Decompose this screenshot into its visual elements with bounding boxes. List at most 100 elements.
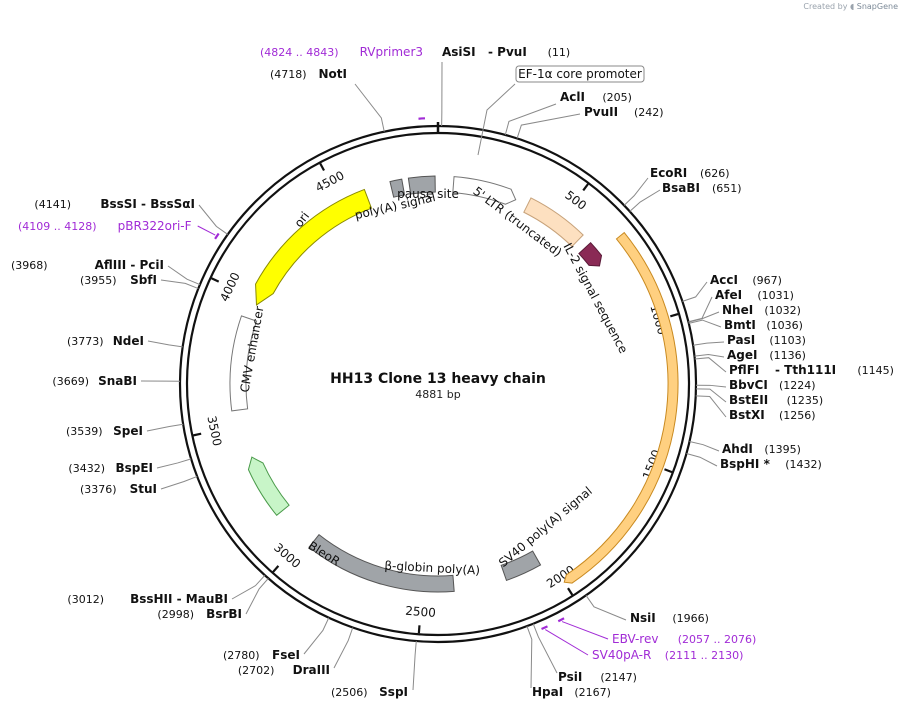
plasmid-name: HH13 Clone 13 heavy chain <box>330 371 546 387</box>
enzyme-site: AfeI (1031) <box>715 288 794 302</box>
enzyme-position: (3432) <box>68 462 105 475</box>
enzyme-position: (967) <box>752 274 782 287</box>
enzyme-connector <box>694 354 725 358</box>
primer-name: EBV-rev <box>612 632 658 646</box>
enzyme-site: AccI (967) <box>710 273 782 287</box>
feature-label: pause site <box>397 187 459 201</box>
snapgene-credit: Created by ◖ SnapGene <box>803 2 898 11</box>
enzyme-connector <box>147 340 183 348</box>
enzyme-site: StuI(3376) <box>80 482 157 496</box>
primer-connector <box>561 621 609 640</box>
enzyme-position: (1395) <box>764 443 801 456</box>
enzyme-sites: AsiSI- PvuI(11)AclI(205)PvuII(242)EcoRI(… <box>11 45 894 699</box>
enzyme-site: BstEII (1235) <box>729 393 823 407</box>
enzyme-connector <box>629 189 661 212</box>
enzyme-name: PsiI <box>558 670 582 684</box>
enzyme-site: PasI(1103) <box>727 333 806 347</box>
enzyme-site: DraIII(2702) <box>238 663 330 677</box>
tick-mark <box>272 565 280 573</box>
tick-mark <box>319 162 325 172</box>
enzyme-name: BbvCI <box>729 378 768 392</box>
enzyme-site: NsiI (1966) <box>630 611 709 625</box>
enzyme-connector <box>623 177 649 206</box>
enzyme-connector <box>695 395 727 418</box>
enzyme-name: NheI <box>722 303 753 317</box>
enzyme-position: (2998) <box>157 608 194 621</box>
tick-label: 3500 <box>204 415 224 448</box>
enzyme-name: AflIII - PciI <box>95 258 164 272</box>
enzyme-position: (3773) <box>67 335 104 348</box>
enzyme-position: (1031) <box>757 289 794 302</box>
primer-range: (4824 .. 4843) <box>260 46 339 59</box>
enzyme-name: BmtI <box>724 318 756 332</box>
enzyme-position: (3968) <box>11 259 48 272</box>
primer-range: (2057 .. 2076) <box>678 633 757 646</box>
enzyme-name: NotI <box>319 67 348 81</box>
enzyme-name: NsiI <box>630 611 656 625</box>
enzyme-connector <box>412 641 417 691</box>
enzyme-name: AccI <box>710 273 738 287</box>
ori-arrow <box>255 188 373 306</box>
enzyme-connector <box>504 103 557 136</box>
enzyme-site: SpeI(3539) <box>66 424 143 438</box>
enzyme-connector <box>303 617 330 655</box>
plasmid-length: 4881 bp <box>415 388 460 401</box>
enzyme-position: (1036) <box>766 319 803 332</box>
enzyme-position: (1235) <box>787 394 824 407</box>
feature-label: EF-1α core promoter <box>518 67 642 81</box>
enzyme-name: BspHI * <box>720 457 771 471</box>
enzyme-name: BssSI - BssSαI <box>100 197 195 211</box>
enzyme-position: (3376) <box>80 483 117 496</box>
credit-brand: SnapGene <box>856 2 898 11</box>
primer-name: pBR322ori-F <box>118 219 192 233</box>
ltr-feature-box <box>523 197 584 248</box>
enzyme-position: (2167) <box>574 686 611 699</box>
enzyme-name: BstEII <box>729 393 768 407</box>
enzyme-position: (3012) <box>67 593 104 606</box>
enzyme-site: BsrBI (2998) <box>157 607 242 621</box>
enzyme-position: (1966) <box>672 612 709 625</box>
beta-globin-box <box>308 533 455 593</box>
primer-site: (2057 .. 2076) EBV-rev <box>612 632 756 646</box>
enzyme-name: BsrBI <box>206 607 242 621</box>
enzyme-position: (1103) <box>769 334 806 347</box>
enzyme-position: (2147) <box>600 671 637 684</box>
tick-mark <box>210 277 220 283</box>
bleor-arrow <box>247 456 290 517</box>
il2-signal-arrow <box>578 241 603 267</box>
enzyme-position: (2702) <box>238 664 275 677</box>
enzyme-name: BssHII - MauBI <box>130 592 228 606</box>
enzyme-position: (1256) <box>779 409 816 422</box>
primer-mark <box>557 617 565 623</box>
credit-prefix: Created by <box>803 2 848 11</box>
enzyme-site: AgeI(1136) <box>727 348 806 362</box>
primer-mark <box>214 232 220 240</box>
enzyme-connector <box>354 83 385 132</box>
enzyme-name: AclI <box>560 90 585 104</box>
enzyme-site: FseI(2780) <box>223 648 300 662</box>
enzyme-name: FseI <box>272 648 300 662</box>
enzyme-position: (651) <box>712 182 742 195</box>
enzyme-site: BspEI(3432) <box>68 461 153 475</box>
enzyme-name: SspI <box>379 685 408 699</box>
enzyme-site: BsaBI(651) <box>662 181 742 195</box>
feature-label-box <box>515 65 645 83</box>
enzyme-connector <box>198 204 229 235</box>
primer-site: (2111 .. 2130)SV40pA-R <box>592 648 743 662</box>
primer-sites: (4824 .. 4843)RVprimer3(4109 .. 4128)pBR… <box>18 45 756 662</box>
enzyme-connector <box>692 341 725 346</box>
enzyme-connector <box>688 319 722 328</box>
enzyme-connector <box>146 423 184 432</box>
primer-connector <box>545 629 589 656</box>
enzyme-name: AfeI <box>715 288 742 302</box>
enzyme-connector <box>231 574 266 600</box>
enzyme-connector <box>688 311 720 323</box>
feature-label: β-globin poly(A) <box>384 559 480 578</box>
tick-label: 2500 <box>405 604 437 620</box>
primer-name: SV40pA-R <box>592 648 651 662</box>
enzyme-connector <box>686 452 718 467</box>
snapgene-logo-icon: ◖ <box>849 2 855 11</box>
tick-label: 4500 <box>313 168 347 195</box>
enzyme-connector <box>689 441 720 452</box>
